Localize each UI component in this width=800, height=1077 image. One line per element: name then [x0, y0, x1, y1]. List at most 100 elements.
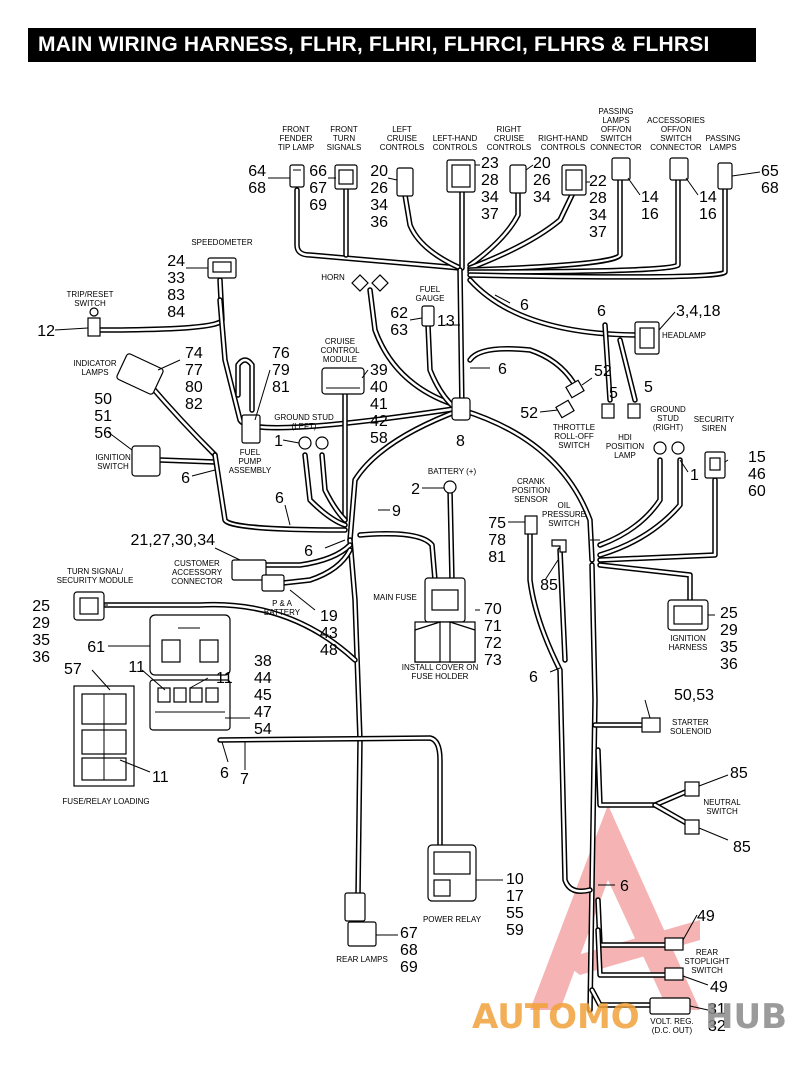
- label-headlamp: HEADLAMP: [662, 331, 706, 340]
- callout-8: 8: [456, 433, 465, 450]
- callout-11-b: 11: [216, 670, 233, 687]
- passing-lamps-switch-connector: [611, 157, 631, 181]
- fuel-pump-connector: [241, 414, 261, 444]
- harness-wires: [97, 177, 728, 1013]
- callout-12: 12: [37, 323, 55, 340]
- customer-accessory-connector: [231, 559, 285, 592]
- neutral-switch-connector: [684, 781, 700, 835]
- callout-6-ign: 6: [181, 470, 190, 487]
- page-title: MAIN WIRING HARNESS, FLHR, FLHRI, FLHRCI…: [38, 33, 710, 56]
- callout-61: 61: [87, 639, 105, 656]
- callout-6-d: 6: [529, 669, 538, 686]
- callout-6-horn: 6: [520, 297, 529, 314]
- label-volt-reg: VOLT. REG.(D.C. OUT): [650, 1017, 693, 1035]
- cruise-control-module: [321, 367, 365, 395]
- callout-1-b: 1: [690, 467, 699, 484]
- fuse-relay-block: [149, 679, 231, 731]
- throttle-rolloff-connector: [555, 379, 585, 419]
- volt-reg-connector: [649, 997, 691, 1015]
- battery-terminal-icon: [443, 480, 457, 494]
- speedometer-connector: [207, 257, 237, 279]
- fuse-block-cover: [149, 614, 231, 676]
- watermark-text-right: HUB: [705, 997, 787, 1037]
- callout-7: 7: [240, 771, 249, 788]
- power-relay: [427, 844, 477, 902]
- ignition-switch-connector: [131, 445, 161, 477]
- right-hand-controls-connector: [561, 164, 587, 196]
- fuse-relay-loading-diagram: [73, 685, 135, 787]
- callout-85-c: 85: [733, 839, 751, 856]
- callout-13: 13: [437, 313, 455, 330]
- leader-lines: [54, 164, 761, 1011]
- main-node-clip: [451, 397, 471, 421]
- starter-solenoid-connector: [641, 717, 661, 733]
- headlamp-connector: [634, 321, 660, 355]
- callout-49-a: 49: [697, 908, 715, 925]
- left-cruise-controls-connector: [396, 167, 414, 197]
- label-battery: BATTERY (+): [428, 467, 477, 476]
- callout-85-a: 85: [540, 577, 558, 594]
- callout-6-e: 6: [220, 765, 229, 782]
- label-rear-lamps: REAR LAMPS: [336, 955, 388, 964]
- passing-lamps-connector: [717, 162, 733, 190]
- indicator-lamps-connector: [116, 353, 164, 395]
- security-siren-connector: [704, 451, 726, 479]
- label-ground-stud-left: GROUND STUD(LEFT): [274, 413, 334, 431]
- hdi-position-lamp-connector: [601, 403, 641, 419]
- callout-2: 2: [411, 481, 420, 498]
- left-hand-controls-connector: [446, 159, 476, 193]
- turn-signal-module-connector: [73, 591, 105, 621]
- callout-3-4-18: 3,4,18: [676, 303, 721, 320]
- callout-57: 57: [64, 661, 82, 678]
- title-bar: MAIN WIRING HARNESS, FLHR, FLHRI, FLHRCI…: [28, 28, 756, 62]
- label-power-relay: POWER RELAY: [423, 915, 482, 924]
- callout-52-b: 52: [520, 405, 538, 422]
- front-fender-tip-lamp-connector: [289, 164, 305, 188]
- callout-85-b: 85: [730, 765, 748, 782]
- front-turn-signals-connector: [334, 164, 358, 190]
- horn-connector: [351, 274, 389, 292]
- label-speedometer: SPEEDOMETER: [191, 238, 253, 247]
- callout-6-c: 6: [304, 543, 313, 560]
- main-fuse-holder: [414, 577, 476, 663]
- callout-1-a: 1: [274, 433, 283, 450]
